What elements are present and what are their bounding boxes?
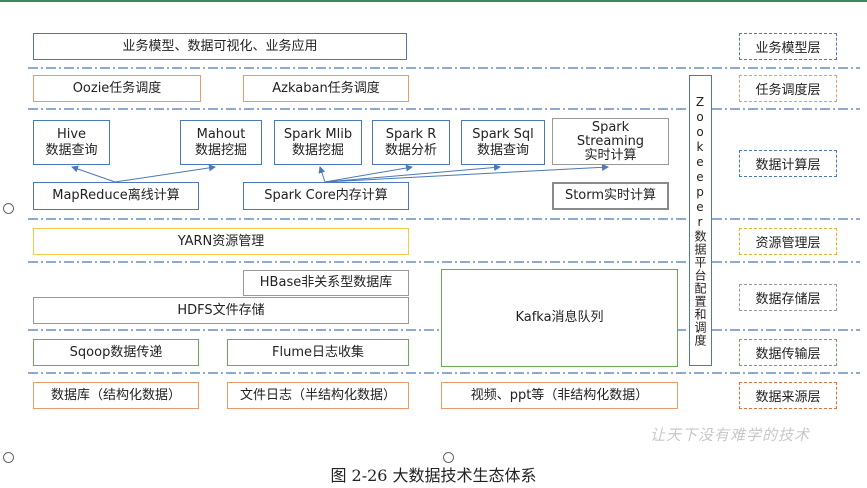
business-application-text: 业务模型、数据可视化、业务应用 bbox=[122, 38, 318, 54]
spark-streaming-text: Spark Streaming 实时计算 bbox=[576, 119, 645, 163]
hdfs-box: HDFS文件存储 bbox=[33, 297, 409, 324]
oozie-box: Oozie任务调度 bbox=[33, 75, 201, 102]
storm-text: Storm实时计算 bbox=[564, 188, 657, 203]
flume-text: Flume日志收集 bbox=[272, 344, 364, 360]
arrow-core-r bbox=[324, 164, 413, 183]
layer-label-transfer: 数据传输层 bbox=[739, 339, 837, 366]
layer-label-business: 业务模型层 bbox=[739, 33, 837, 60]
layer-label-source: 数据来源层 bbox=[739, 382, 837, 409]
layer-label-text: 任务调度层 bbox=[755, 83, 821, 98]
log-file-source-text: 文件日志（半结构化数据） bbox=[239, 387, 396, 403]
arrow-core-streaming bbox=[324, 163, 609, 183]
spark-sql-text: Spark Sql 数据查询 bbox=[472, 126, 534, 158]
hive-box: Hive 数据查询 bbox=[33, 120, 110, 165]
kafka-text: Kafka消息队列 bbox=[515, 310, 604, 325]
layer-label-text: 数据传输层 bbox=[755, 347, 821, 362]
yarn-text: YARN资源管理 bbox=[177, 233, 265, 249]
layer-label-text: 数据存储层 bbox=[755, 292, 821, 307]
hdfs-text: HDFS文件存储 bbox=[177, 302, 265, 318]
video-ppt-source-box: 视频、ppt等（非结构化数据） bbox=[441, 382, 678, 409]
figure-caption: 图 2-26 大数据技术生态体系 bbox=[330, 466, 537, 485]
layer-label-text: 数据来源层 bbox=[755, 390, 821, 405]
layer-label-text: 资源管理层 bbox=[755, 236, 821, 251]
mahout-box: Mahout 数据挖掘 bbox=[180, 120, 262, 165]
spark-r-text: Spark R 数据分析 bbox=[384, 126, 437, 158]
arrow-mapreduce-mahout bbox=[114, 164, 216, 183]
top-border bbox=[0, 0, 867, 2]
mapreduce-box: MapReduce离线计算 bbox=[33, 182, 199, 210]
margin-circle-marker bbox=[3, 203, 14, 214]
margin-circle-marker bbox=[3, 452, 14, 463]
yarn-box: YARN资源管理 bbox=[33, 228, 409, 255]
video-ppt-source-text: 视频、ppt等（非结构化数据） bbox=[470, 387, 649, 403]
layer-label-schedule: 任务调度层 bbox=[739, 75, 837, 102]
layer-label-resource: 资源管理层 bbox=[739, 228, 837, 255]
oozie-text: Oozie任务调度 bbox=[72, 80, 162, 96]
spark-sql-box: Spark Sql 数据查询 bbox=[461, 120, 545, 165]
database-source-box: 数据库（结构化数据） bbox=[33, 382, 199, 409]
spark-core-text: Spark Core内存计算 bbox=[264, 188, 388, 203]
layer-label-text: 数据计算层 bbox=[755, 158, 821, 173]
business-application-box: 业务模型、数据可视化、业务应用 bbox=[33, 33, 407, 60]
hive-text: Hive 数据查询 bbox=[45, 126, 98, 158]
spark-core-box: Spark Core内存计算 bbox=[243, 182, 409, 210]
arrow-core-mlib bbox=[318, 166, 326, 183]
sqoop-text: Sqoop数据传递 bbox=[69, 344, 163, 360]
mapreduce-text: MapReduce离线计算 bbox=[52, 188, 180, 203]
zookeeper-box: Zookeeper数据平台配置和调度 bbox=[689, 75, 712, 366]
layer-label-text: 业务模型层 bbox=[755, 41, 821, 56]
mahout-text: Mahout 数据挖掘 bbox=[194, 126, 247, 158]
layer-label-compute: 数据计算层 bbox=[739, 150, 837, 177]
spark-mlib-text: Spark Mlib 数据挖掘 bbox=[283, 126, 353, 158]
margin-circle-marker bbox=[443, 452, 454, 463]
spark-r-box: Spark R 数据分析 bbox=[372, 120, 450, 165]
arrow-mapreduce-hive bbox=[71, 165, 116, 183]
watermark-text: 让天下没有难学的技术 bbox=[650, 426, 811, 444]
zookeeper-text: Zookeeper数据平台配置和调度 bbox=[693, 94, 707, 347]
azkaban-text: Azkaban任务调度 bbox=[272, 80, 380, 96]
hbase-text: HBase非关系型数据库 bbox=[259, 275, 393, 290]
database-source-text: 数据库（结构化数据） bbox=[50, 387, 181, 403]
storm-box: Storm实时计算 bbox=[552, 182, 669, 210]
sqoop-box: Sqoop数据传递 bbox=[33, 339, 199, 366]
layer-label-storage: 数据存储层 bbox=[739, 284, 837, 311]
arrow-core-sql bbox=[324, 164, 501, 183]
log-file-source-box: 文件日志（半结构化数据） bbox=[227, 382, 409, 409]
azkaban-box: Azkaban任务调度 bbox=[243, 75, 409, 102]
kafka-box: Kafka消息队列 bbox=[441, 269, 678, 367]
hbase-box: HBase非关系型数据库 bbox=[243, 270, 409, 296]
spark-streaming-box: Spark Streaming 实时计算 bbox=[552, 118, 669, 165]
flume-box: Flume日志收集 bbox=[227, 339, 409, 366]
spark-mlib-box: Spark Mlib 数据挖掘 bbox=[274, 120, 362, 165]
